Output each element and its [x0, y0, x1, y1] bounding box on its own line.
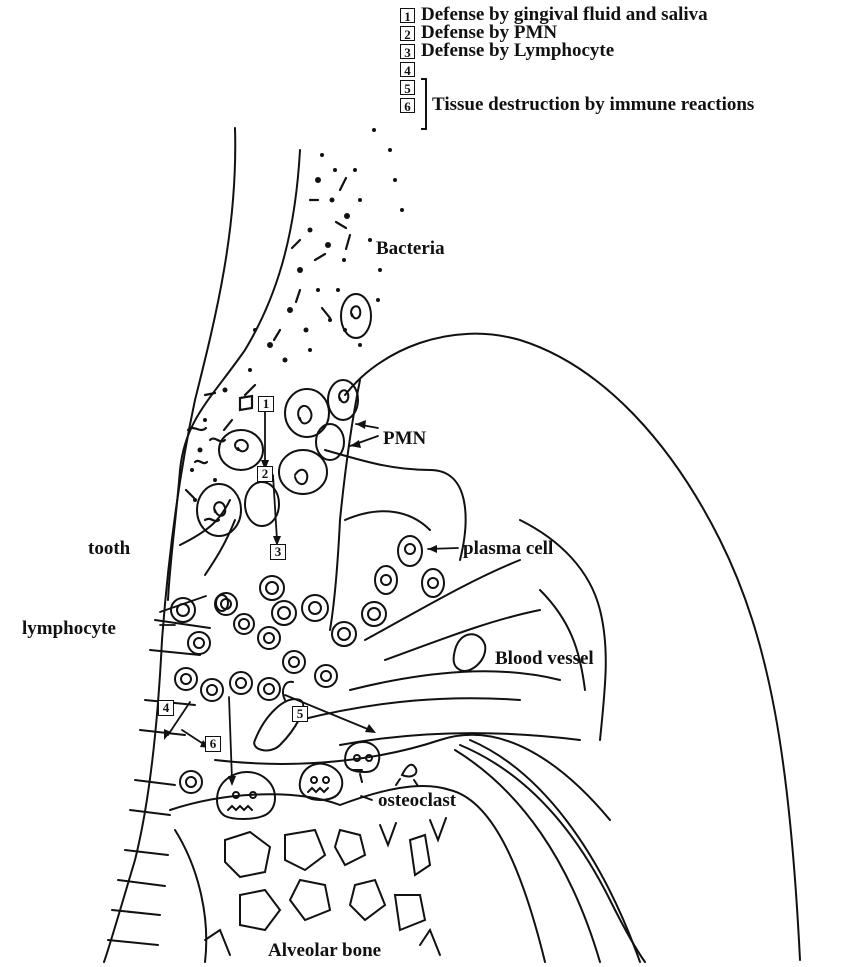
legend-item-3: 3 Defense by Lymphocyte — [400, 42, 708, 60]
marker-4: 4 — [158, 700, 174, 716]
legend-item-4: 4 — [400, 60, 708, 78]
label-bacteria: Bacteria — [376, 238, 445, 260]
plasma-cells — [216, 536, 444, 611]
marker-3: 3 — [270, 544, 286, 560]
marker-1: 1 — [258, 396, 274, 412]
label-plasma-cell: plasma cell — [463, 538, 553, 560]
legend-group-text: Tissue destruction by immune reactions — [432, 96, 754, 114]
pmn-cell — [328, 380, 358, 420]
marker-5: 5 — [292, 706, 308, 722]
marker-6: 6 — [205, 736, 221, 752]
pmn-cell — [197, 484, 241, 536]
pmn-cell — [279, 450, 327, 494]
pmn-cell — [316, 424, 344, 460]
legend-marker: 5 — [400, 80, 415, 95]
label-tooth: tooth — [88, 538, 130, 560]
label-lymphocyte: lymphocyte — [22, 618, 116, 640]
label-osteoclast: osteoclast — [378, 790, 456, 812]
legend-marker: 1 — [400, 8, 415, 23]
legend-bracket — [421, 78, 427, 130]
lymphocyte-cells — [171, 576, 386, 793]
legend-marker: 4 — [400, 62, 415, 77]
label-blood-vessel: Blood vessel — [495, 648, 594, 670]
legend-marker: 3 — [400, 44, 415, 59]
label-pmn: PMN — [383, 428, 426, 450]
legend-text: Defense by Lymphocyte — [421, 42, 614, 60]
legend-marker: 2 — [400, 26, 415, 41]
blood-vessel — [454, 634, 486, 671]
label-alveolar-bone: Alveolar bone — [268, 940, 381, 962]
gingiva-inner-edge — [168, 150, 300, 600]
pmn-cell — [285, 389, 329, 437]
marker-2: 2 — [257, 466, 273, 482]
legend-marker: 6 — [400, 98, 415, 113]
